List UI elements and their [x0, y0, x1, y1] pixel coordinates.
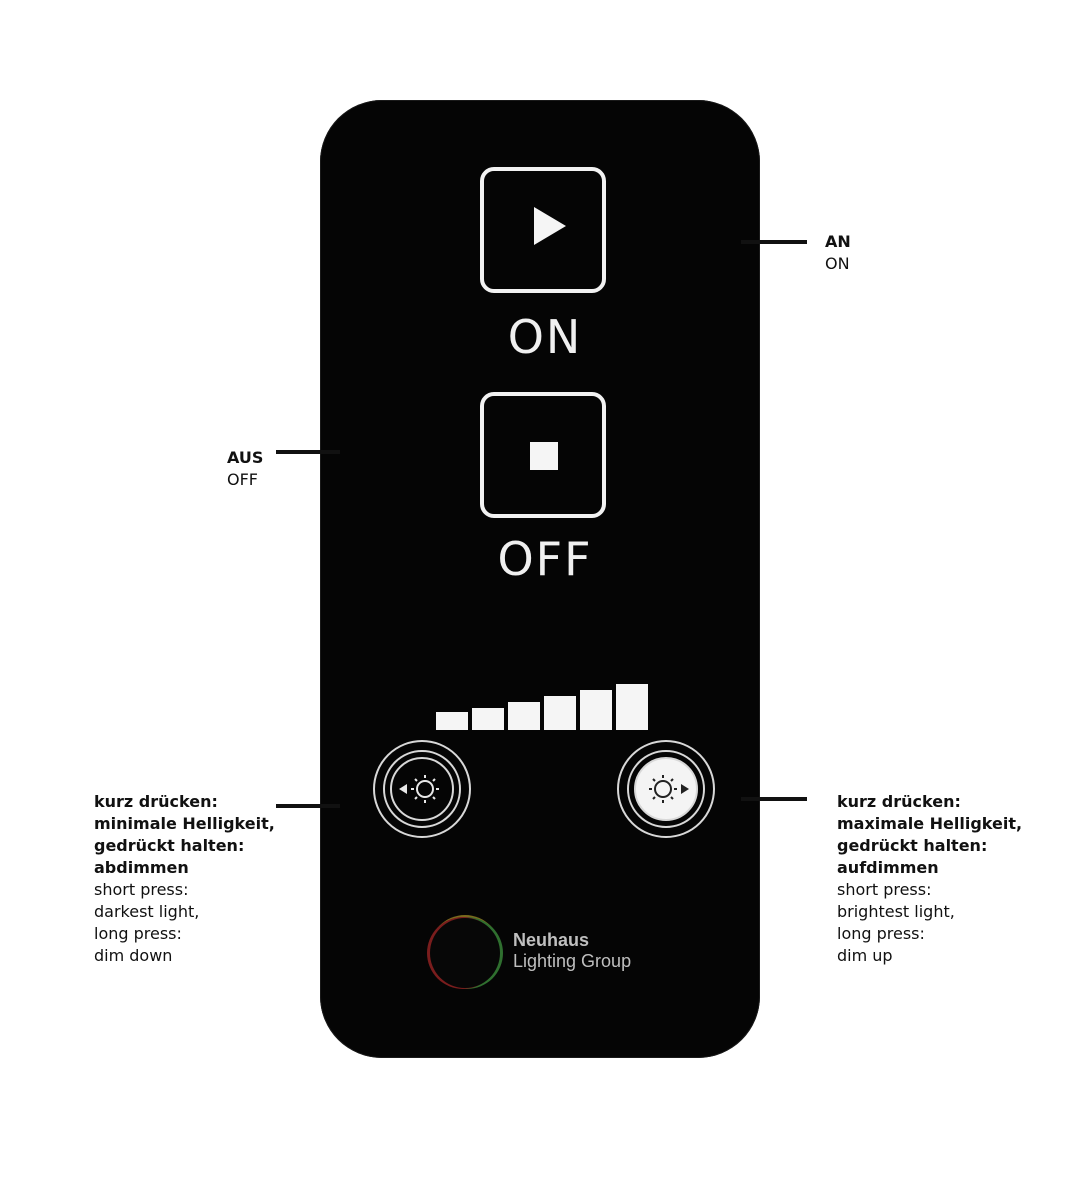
off-pointer-line: [276, 450, 340, 454]
brightness-bar-4: [544, 696, 576, 730]
dim-down-button[interactable]: [373, 740, 471, 838]
brand-name: Neuhaus: [513, 930, 590, 950]
dim-down-de-2: minimale Helligkeit,: [94, 814, 275, 833]
on-annotation-en: ON: [825, 254, 850, 273]
dim-up-en-4: dim up: [837, 946, 893, 965]
dim-down-en-1: short press:: [94, 880, 189, 899]
off-button[interactable]: [480, 392, 606, 518]
brand-logo: Neuhaus Lighting Group: [513, 930, 631, 972]
dim-down-annotation: kurz drücken: minimale Helligkeit, gedrü…: [94, 791, 275, 967]
dim-up-de-1: kurz drücken:: [837, 792, 961, 811]
dim-down-icon: [399, 775, 439, 803]
stop-icon: [530, 442, 558, 470]
dim-up-pointer-line: [741, 797, 807, 801]
dim-up-de-3: gedrückt halten:: [837, 836, 988, 855]
on-button[interactable]: [480, 167, 606, 293]
dim-up-annotation: kurz drücken: maximale Helligkeit, gedrü…: [837, 791, 1022, 967]
dim-down-de-4: abdimmen: [94, 858, 189, 877]
on-annotation-de: AN: [825, 232, 851, 251]
brightness-bar-5: [580, 690, 612, 730]
off-annotation-en: OFF: [227, 470, 258, 489]
brightness-indicator: [436, 680, 656, 730]
on-button-label: ON: [507, 310, 583, 364]
off-button-label: OFF: [497, 532, 593, 586]
brand-subname: Lighting Group: [513, 951, 632, 971]
dim-down-ring: [383, 750, 461, 828]
brightness-bar-2: [472, 708, 504, 730]
on-pointer-line: [741, 240, 807, 244]
play-icon: [534, 207, 566, 245]
dim-down-en-2: darkest light,: [94, 902, 200, 921]
brightness-bar-3: [508, 702, 540, 730]
dim-up-en-2: brightest light,: [837, 902, 955, 921]
dim-up-de-2: maximale Helligkeit,: [837, 814, 1023, 833]
dim-down-en-4: dim down: [94, 946, 173, 965]
logo-mark: [430, 918, 500, 988]
on-annotation: AN ON: [825, 231, 851, 275]
dim-down-inner: [390, 757, 454, 821]
dim-up-de-4: aufdimmen: [837, 858, 939, 877]
off-annotation-de: AUS: [227, 448, 264, 467]
dim-up-en-1: short press:: [837, 880, 932, 899]
off-annotation: AUS OFF: [227, 447, 263, 491]
dim-up-button[interactable]: [617, 740, 715, 838]
dim-up-ring: [627, 750, 705, 828]
dim-down-de-3: gedrückt halten:: [94, 836, 245, 855]
dim-down-pointer-line: [276, 804, 340, 808]
dim-down-en-3: long press:: [94, 924, 182, 943]
dim-up-en-3: long press:: [837, 924, 925, 943]
dim-down-de-1: kurz drücken:: [94, 792, 218, 811]
brightness-bar-1: [436, 712, 468, 730]
brightness-bar-6: [616, 684, 648, 730]
remote-control: ON OFF: [320, 100, 760, 1058]
dim-up-icon: [649, 775, 689, 803]
